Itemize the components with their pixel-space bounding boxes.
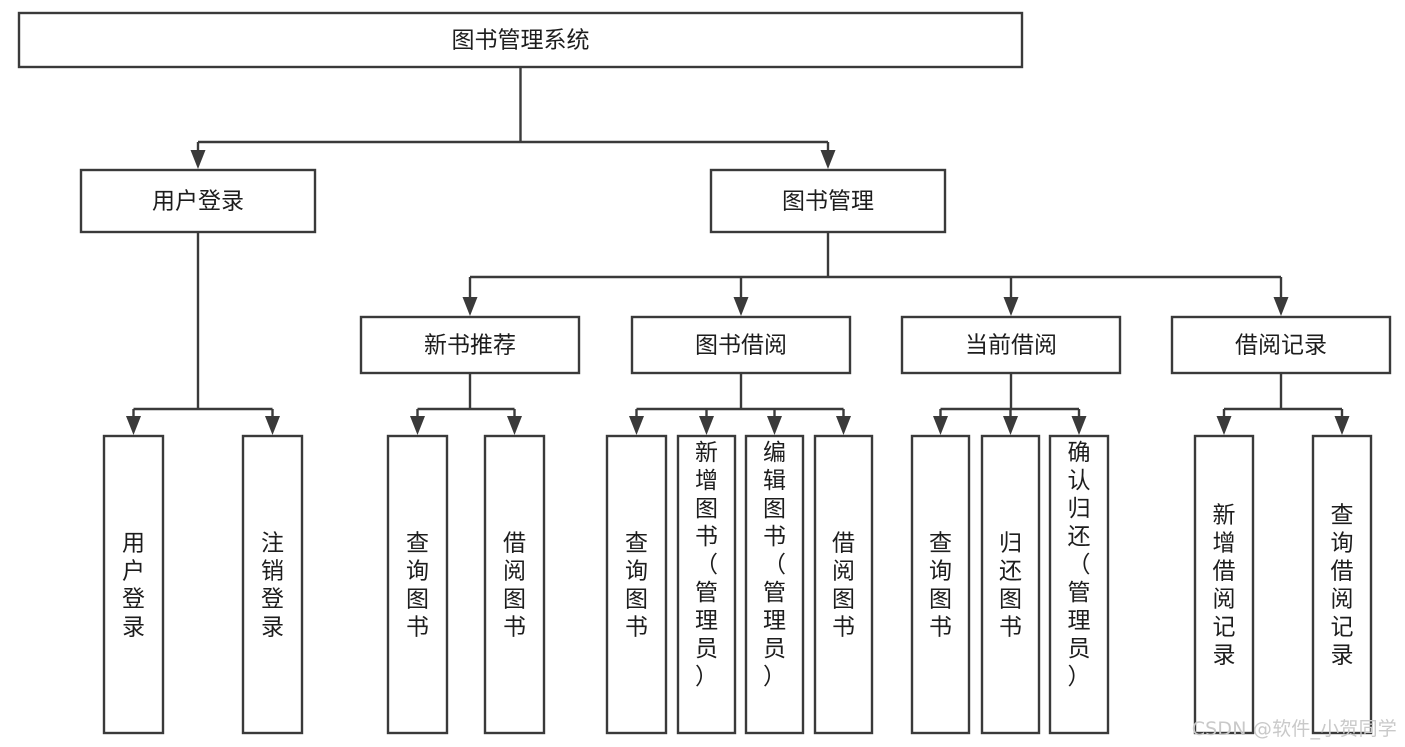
csdn-watermark: CSDN @软件_小贺同学 — [1191, 718, 1397, 740]
node-leaf-query-book-2-label: 查询图书 — [625, 531, 648, 641]
node-user-login-box — [79, 168, 317, 234]
node-borrow-record[interactable]: 借阅记录 — [1170, 315, 1392, 375]
arrow-head-icon — [126, 416, 141, 435]
node-leaf-borrow-book-1-box — [483, 434, 546, 735]
node-leaf-query-book-2-box — [605, 434, 668, 735]
node-root[interactable]: 图书管理系统 — [17, 11, 1024, 69]
node-book-management[interactable]: 图书管理 — [709, 168, 947, 234]
node-root-box — [17, 11, 1024, 69]
node-leaf-query-book-1-box — [386, 434, 449, 735]
node-leaf-query-book-1[interactable]: 查询图书 — [386, 434, 449, 735]
arrow-head-icon — [1334, 416, 1350, 435]
arrow-head-icon — [1071, 416, 1087, 435]
node-new-book-recommend-label: 新书推荐 — [424, 333, 516, 359]
nodes-layer: 图书管理系统用户登录图书管理新书推荐图书借阅当前借阅借阅记录用户登录注销登录查询… — [17, 11, 1392, 735]
arrow-head-icon — [1003, 297, 1019, 316]
node-leaf-return-book-label: 归还图书 — [999, 531, 1022, 641]
node-book-borrow[interactable]: 图书借阅 — [630, 315, 852, 375]
arrow-head-icon — [462, 297, 478, 316]
node-user-login[interactable]: 用户登录 — [79, 168, 317, 234]
node-user-login-label: 用户登录 — [152, 189, 244, 215]
node-leaf-return-book[interactable]: 归还图书 — [980, 434, 1041, 735]
node-leaf-logout[interactable]: 注销登录 — [241, 434, 304, 735]
node-leaf-logout-label: 注销登录 — [261, 531, 284, 641]
node-leaf-query-book-2[interactable]: 查询图书 — [605, 434, 668, 735]
node-root-label: 图书管理系统 — [452, 28, 590, 54]
node-leaf-borrow-book-2[interactable]: 借阅图书 — [813, 434, 874, 735]
node-current-borrow[interactable]: 当前借阅 — [900, 315, 1122, 375]
node-leaf-return-book-box — [980, 434, 1041, 735]
arrow-head-icon — [767, 416, 782, 435]
node-leaf-confirm-return-admin[interactable]: 确认归还（管理员） — [1048, 434, 1110, 735]
node-leaf-query-book-3[interactable]: 查询图书 — [910, 434, 971, 735]
arrow-head-icon — [265, 416, 280, 435]
node-leaf-add-borrow-record[interactable]: 新增借阅记录 — [1193, 434, 1255, 735]
connectors-layer — [126, 67, 1350, 435]
node-leaf-query-book-1-label: 查询图书 — [406, 531, 429, 641]
node-book-management-label: 图书管理 — [782, 189, 874, 215]
node-current-borrow-box — [900, 315, 1122, 375]
node-leaf-user-login-box — [102, 434, 165, 735]
node-leaf-query-borrow-record[interactable]: 查询借阅记录 — [1311, 434, 1373, 735]
node-leaf-query-borrow-record-label: 查询借阅记录 — [1331, 503, 1354, 669]
node-book-borrow-label: 图书借阅 — [695, 333, 787, 359]
arrow-head-icon — [933, 416, 948, 435]
arrow-head-icon — [820, 150, 836, 169]
node-new-book-recommend-box — [359, 315, 581, 375]
node-leaf-logout-box — [241, 434, 304, 735]
arrow-head-icon — [733, 297, 749, 316]
arrow-head-icon — [190, 150, 206, 169]
node-book-management-box — [709, 168, 947, 234]
node-leaf-confirm-return-admin-box — [1048, 434, 1110, 735]
arrow-head-icon — [699, 416, 714, 435]
node-current-borrow-label: 当前借阅 — [965, 333, 1057, 359]
arrow-head-icon — [629, 416, 644, 435]
node-borrow-record-label: 借阅记录 — [1235, 333, 1327, 359]
node-leaf-edit-book-admin-box — [744, 434, 805, 735]
node-leaf-add-book-admin[interactable]: 新增图书（管理员） — [676, 434, 737, 735]
node-leaf-query-book-3-box — [910, 434, 971, 735]
node-leaf-borrow-book-2-box — [813, 434, 874, 735]
arrow-head-icon — [1216, 416, 1232, 435]
arrow-head-icon — [507, 416, 522, 435]
arrow-head-icon — [410, 416, 425, 435]
node-leaf-borrow-book-1[interactable]: 借阅图书 — [483, 434, 546, 735]
node-leaf-borrow-book-2-label: 借阅图书 — [832, 531, 855, 641]
node-new-book-recommend[interactable]: 新书推荐 — [359, 315, 581, 375]
node-leaf-edit-book-admin-label: 编辑图书（管理员） — [763, 440, 786, 690]
node-leaf-edit-book-admin[interactable]: 编辑图书（管理员） — [744, 434, 805, 735]
node-leaf-add-book-admin-box — [676, 434, 737, 735]
node-leaf-confirm-return-admin-label: 确认归还（管理员） — [1068, 440, 1091, 690]
node-leaf-user-login[interactable]: 用户登录 — [102, 434, 165, 735]
node-leaf-query-borrow-record-box — [1311, 434, 1373, 735]
node-leaf-query-book-3-label: 查询图书 — [929, 531, 952, 641]
arrow-head-icon — [1273, 297, 1289, 316]
arrow-head-icon — [836, 416, 851, 435]
arrow-head-icon — [1003, 416, 1018, 435]
node-leaf-user-login-label: 用户登录 — [122, 531, 145, 641]
node-book-borrow-box — [630, 315, 852, 375]
node-leaf-add-borrow-record-box — [1193, 434, 1255, 735]
node-borrow-record-box — [1170, 315, 1392, 375]
node-leaf-add-borrow-record-label: 新增借阅记录 — [1213, 503, 1236, 669]
node-leaf-add-book-admin-label: 新增图书（管理员） — [695, 440, 718, 690]
node-leaf-borrow-book-1-label: 借阅图书 — [503, 531, 526, 641]
